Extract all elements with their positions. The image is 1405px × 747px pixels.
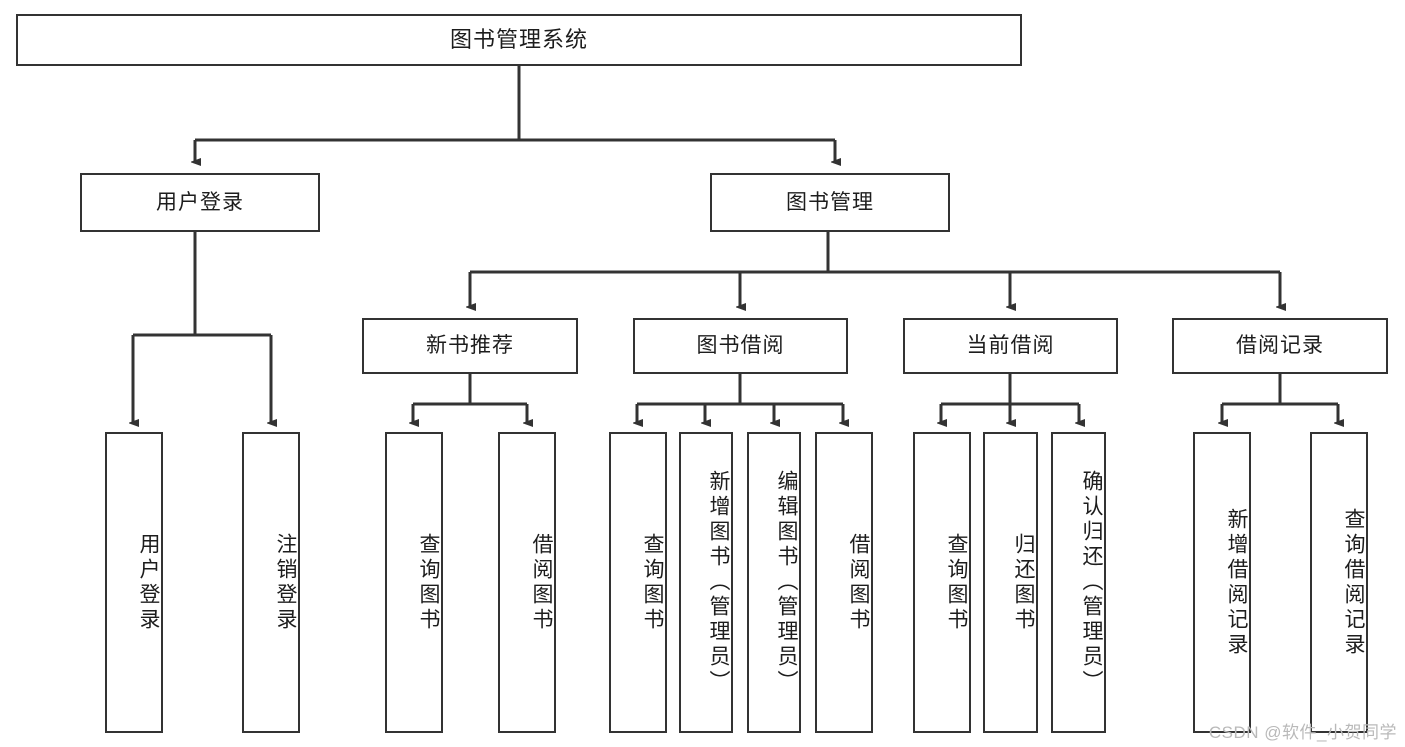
node-label: 新书推荐 xyxy=(426,334,514,358)
node-label: 图书管理 xyxy=(786,190,874,214)
node-label: 当前借阅 xyxy=(966,334,1055,358)
node-label: 图书管理系统 xyxy=(449,26,588,52)
node-new-book-recommend[interactable]: 新书推荐 xyxy=(362,318,578,374)
node-user-login[interactable]: 用户登录 xyxy=(80,173,320,232)
leaf-borrow-edit-book-admin[interactable]: 编辑图书（管理员） xyxy=(747,432,801,733)
node-label: 用户登录 xyxy=(137,532,160,633)
node-label: 编辑图书（管理员） xyxy=(775,470,798,695)
node-label: 借阅图书 xyxy=(530,532,553,633)
node-label: 用户登录 xyxy=(156,190,244,214)
leaf-user-login-logout[interactable]: 注销登录 xyxy=(242,432,300,733)
node-borrow-record[interactable]: 借阅记录 xyxy=(1172,318,1388,374)
leaf-borrow-query-book[interactable]: 查询图书 xyxy=(609,432,667,733)
node-label: 确认归还（管理员） xyxy=(1080,470,1103,695)
node-label: 注销登录 xyxy=(274,532,297,633)
leaf-record-query-record[interactable]: 查询借阅记录 xyxy=(1310,432,1368,733)
node-label: 新增图书（管理员） xyxy=(707,470,730,695)
node-label: 归还图书 xyxy=(1012,532,1035,633)
node-book-borrow[interactable]: 图书借阅 xyxy=(633,318,848,374)
node-root-system[interactable]: 图书管理系统 xyxy=(16,14,1022,66)
node-label: 图书借阅 xyxy=(696,334,785,358)
node-book-management[interactable]: 图书管理 xyxy=(710,173,950,232)
leaf-borrow-add-book-admin[interactable]: 新增图书（管理员） xyxy=(679,432,733,733)
leaf-recommend-borrow-book[interactable]: 借阅图书 xyxy=(498,432,556,733)
leaf-borrow-borrow-book[interactable]: 借阅图书 xyxy=(815,432,873,733)
leaf-record-add-record[interactable]: 新增借阅记录 xyxy=(1193,432,1251,733)
node-label: 借阅图书 xyxy=(847,532,870,633)
leaf-current-query-book[interactable]: 查询图书 xyxy=(913,432,971,733)
leaf-user-login-login[interactable]: 用户登录 xyxy=(105,432,163,733)
leaf-recommend-query-book[interactable]: 查询图书 xyxy=(385,432,443,733)
node-label: 查询图书 xyxy=(641,532,664,633)
node-label: 查询图书 xyxy=(945,532,968,633)
watermark: CSDN @软件_小贺同学 xyxy=(1208,723,1397,742)
leaf-current-confirm-return-admin[interactable]: 确认归还（管理员） xyxy=(1051,432,1106,733)
node-label: 查询图书 xyxy=(417,532,440,633)
node-label: 查询借阅记录 xyxy=(1342,507,1365,658)
node-label: 借阅记录 xyxy=(1236,334,1324,358)
node-current-borrow[interactable]: 当前借阅 xyxy=(903,318,1118,374)
leaf-current-return-book[interactable]: 归还图书 xyxy=(983,432,1038,733)
node-label: 新增借阅记录 xyxy=(1225,507,1248,658)
